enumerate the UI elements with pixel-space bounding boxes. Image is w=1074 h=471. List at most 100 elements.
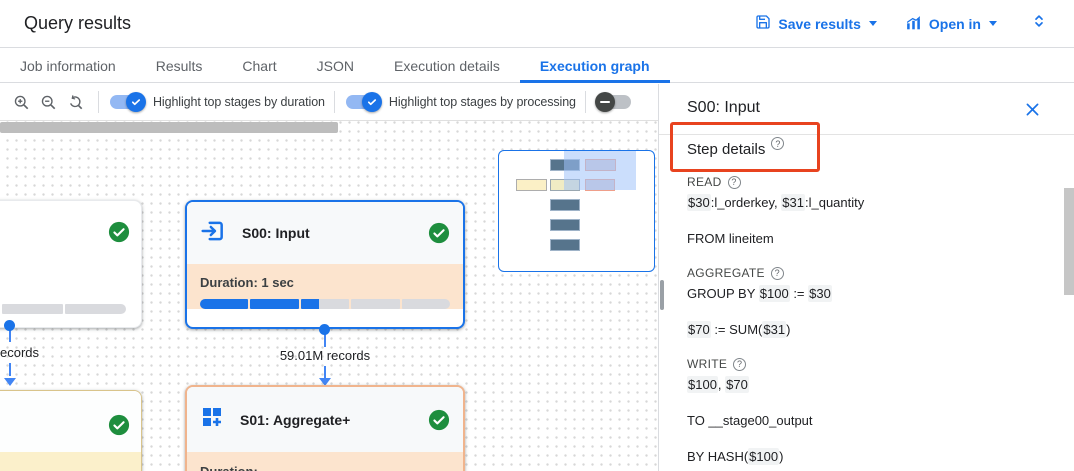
code-token: BY HASH( [687, 449, 749, 464]
duration-label: Duration: [200, 464, 450, 471]
aggregate-stage-icon [200, 405, 224, 434]
code-token: $30 [687, 194, 711, 211]
stage-complete-icon [108, 221, 130, 243]
zoom-in-button[interactable] [8, 89, 35, 116]
step-op-label: WRITE? [687, 356, 1047, 372]
duration-label: Duration: 1 sec [200, 275, 294, 290]
code-token: $31 [762, 321, 787, 338]
stage-node-left-bottom[interactable] [0, 390, 142, 471]
code-token: $70 [725, 376, 749, 393]
tab-json[interactable]: JSON [316, 57, 354, 74]
panel-title: S00: Input [687, 99, 760, 116]
processing-bar [0, 304, 126, 314]
save-results-button[interactable]: Save results [755, 14, 877, 33]
stage-node-header [0, 391, 141, 452]
code-token: $100 [687, 376, 718, 393]
step-details-panel: S00: Input Step details ? READ?$30:l_ord… [658, 84, 1074, 471]
duration-bar [200, 299, 450, 309]
open-in-label: Open in [928, 15, 981, 32]
help-icon[interactable]: ? [727, 175, 741, 189]
edge-records-label: 59.01M records [279, 348, 371, 363]
stage-complete-icon [428, 222, 450, 244]
minimap-node [550, 219, 580, 231]
collapse-expand-button[interactable] [1025, 10, 1052, 37]
horizontal-scrollbar[interactable] [0, 122, 338, 133]
edge-arrowhead [4, 378, 16, 386]
code-token: ) [779, 449, 784, 464]
edge-connector-dot [319, 324, 330, 335]
canvas-scrollbar[interactable] [660, 280, 664, 310]
highlight-processing-toggle[interactable] [344, 92, 382, 112]
stage-duration-section: Duration: 1 sec [187, 264, 463, 309]
toggle-label-processing: Highlight top stages by processing [388, 95, 576, 109]
stage-title: S00: Input [242, 225, 310, 241]
stage-node-left[interactable] [0, 200, 142, 328]
zoom-reset-button[interactable] [62, 89, 89, 116]
code-token: ) [786, 322, 791, 337]
code-token: , [717, 377, 726, 392]
stage-title: S01: Aggregate+ [240, 411, 351, 428]
tab-job-information[interactable]: Job information [20, 57, 116, 74]
toggle-label-duration: Highlight top stages by duration [153, 95, 325, 109]
code-token: $30 [808, 285, 832, 302]
code-token: $31 [781, 194, 805, 211]
minimap-viewport[interactable] [564, 151, 636, 190]
step-code-line: $30:l_orderkey, $31:l_quantity [687, 193, 1047, 212]
help-icon[interactable]: ? [771, 137, 785, 150]
edge-line [324, 334, 326, 347]
toggle-group-duration: Highlight top stages by duration [108, 92, 325, 112]
help-icon[interactable]: ? [770, 266, 784, 280]
progress-segment [65, 304, 126, 314]
stage-complete-icon [428, 409, 450, 431]
graph-minimap[interactable] [498, 150, 655, 272]
code-token: :l_quantity [804, 195, 865, 210]
stage-node-header: S00: Input [187, 202, 463, 264]
progress-segment [351, 299, 400, 309]
code-token: TO __stage00_output [687, 413, 813, 428]
edge-connector-dot [4, 320, 15, 331]
zoom-out-button[interactable] [35, 89, 62, 116]
step-code-line: $70 := SUM($31) [687, 320, 1047, 339]
highlight-duration-toggle[interactable] [108, 92, 146, 112]
tab-bar: Job information Results Chart JSON Execution… [0, 48, 1074, 83]
code-token: $100 [748, 448, 780, 465]
dropdown-caret-icon [989, 21, 997, 26]
progress-segment [250, 299, 299, 309]
edge-arrowhead [319, 378, 331, 386]
page-title: Query results [24, 13, 132, 33]
toggle-group-third [594, 92, 633, 112]
help-icon[interactable]: ? [733, 357, 747, 371]
unfold-more-icon [1030, 12, 1048, 35]
toggle-minus-icon [594, 92, 615, 112]
stage-complete-icon [108, 414, 130, 436]
step-op-label: READ? [687, 174, 1047, 190]
zoom-reset-icon [70, 94, 83, 109]
stage-node-s01[interactable]: S01: Aggregate+ Duration: [185, 385, 465, 471]
edge-line [324, 366, 326, 378]
tab-chart[interactable]: Chart [242, 57, 277, 74]
stage-duration-section: Duration: [187, 452, 463, 471]
stage-node-s00[interactable]: S00: Input Duration: 1 sec [185, 200, 465, 329]
panel-divider [659, 134, 1074, 135]
toggle-check-icon [361, 92, 382, 112]
close-panel-button[interactable] [1024, 101, 1042, 119]
panel-scrollbar[interactable] [1064, 188, 1074, 295]
edge-line [9, 330, 11, 342]
tab-execution-details[interactable]: Execution details [393, 57, 500, 74]
toolbar-divider [98, 91, 99, 113]
toggle-check-icon [126, 92, 146, 112]
save-results-label: Save results [778, 15, 861, 32]
open-in-button[interactable]: Open in [905, 14, 997, 34]
save-icon [755, 14, 771, 33]
zoom-out-icon [41, 95, 56, 109]
progress-segment [401, 299, 450, 309]
execution-graph-canvas[interactable]: S00: Input Duration: 1 sec 59.01M record… [0, 121, 658, 471]
tab-execution-graph[interactable]: Execution graph [520, 48, 670, 83]
step-code-line: GROUP BY $100 := $30 [687, 284, 1047, 303]
stage-node-header: S01: Aggregate+ [187, 387, 463, 452]
third-toggle[interactable] [594, 92, 633, 112]
tab-results[interactable]: Results [155, 57, 203, 74]
step-code-line: TO __stage00_output [687, 411, 1047, 430]
